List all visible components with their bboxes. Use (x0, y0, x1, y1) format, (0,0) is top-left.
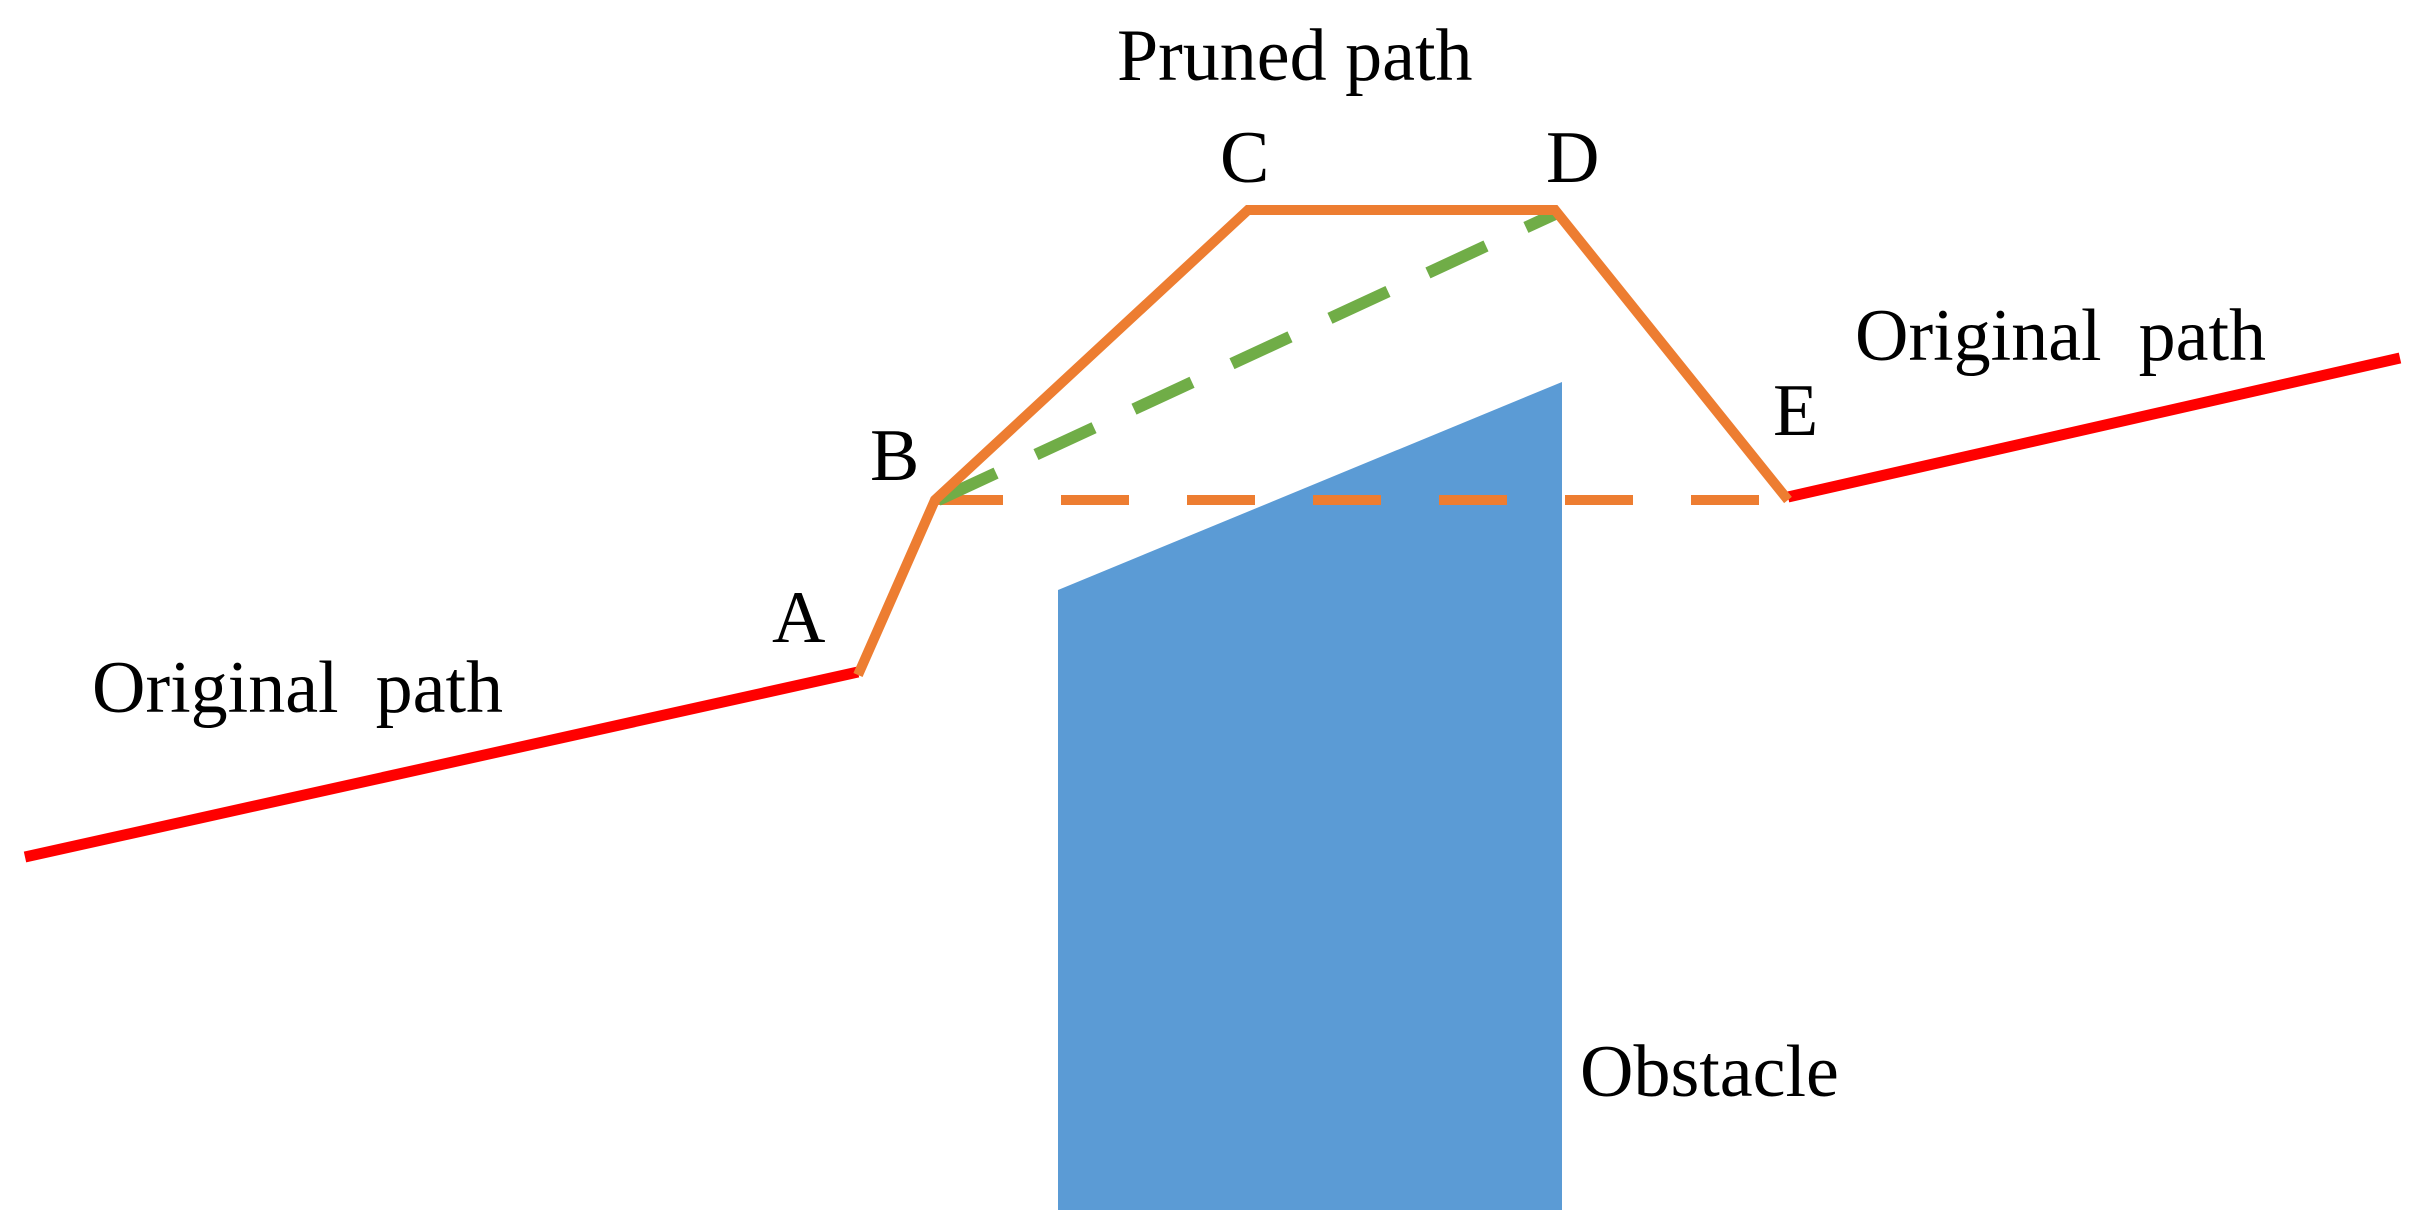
obstacle-label: Obstacle (1580, 1031, 1839, 1113)
original-path-right-line (1786, 352, 2402, 503)
pruned-path-label: Pruned path (1117, 15, 1473, 97)
point-a-label: A (772, 577, 825, 659)
original-path-right-label: Original path (1855, 295, 2266, 377)
point-b-label: B (870, 415, 919, 497)
obstacle-shape (1058, 382, 1562, 1210)
original-path-left-label: Original path (92, 647, 503, 729)
dashed-shortcut-b-to-d (935, 208, 1558, 506)
point-d-label: D (1546, 117, 1599, 199)
point-c-label: C (1220, 117, 1269, 199)
point-e-label: E (1773, 370, 1818, 452)
pruned-path-line (853, 205, 1792, 678)
original-path-left-line (23, 666, 860, 863)
